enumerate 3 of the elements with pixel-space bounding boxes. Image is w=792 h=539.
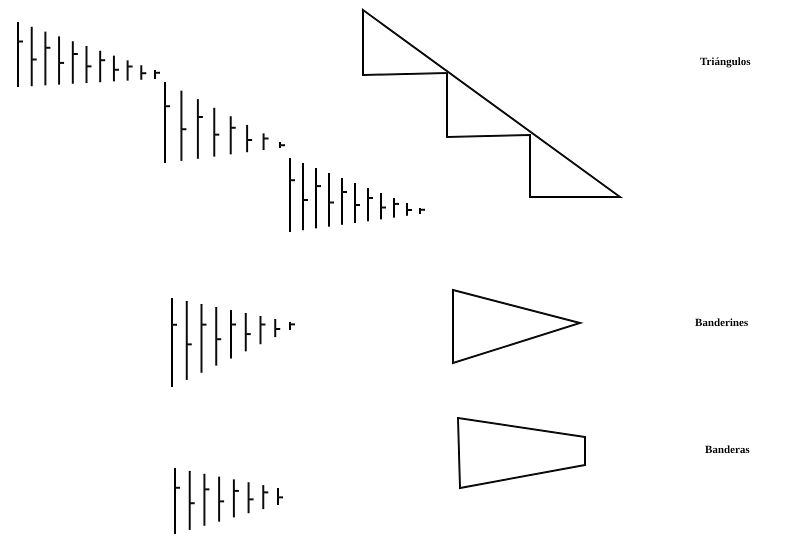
pattern-label: Triángulos bbox=[700, 56, 751, 68]
pattern-label: Banderines bbox=[695, 317, 748, 329]
pattern-label: Banderas bbox=[705, 444, 750, 456]
